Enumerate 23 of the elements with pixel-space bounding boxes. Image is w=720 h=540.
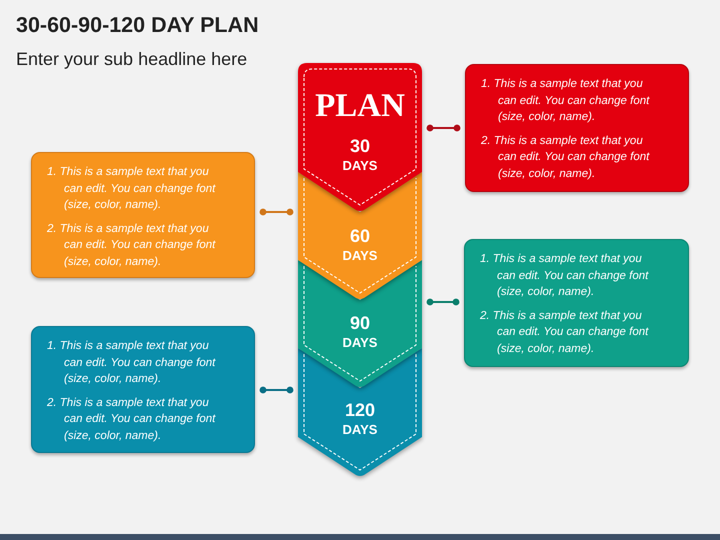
list-item: 2. This is a sample text that you can edit. You can change font (size, color, name).	[480, 308, 650, 356]
list-item: 2. This is a sample text that you can edit. You can change font (size, color, name).	[481, 134, 651, 182]
day-label: 60 DAYS	[342, 226, 378, 265]
text-card	[465, 64, 689, 192]
day-label: 120 DAYS	[342, 400, 378, 439]
text-card	[464, 239, 689, 367]
title: 30-60-90-120 DAY PLAN	[16, 13, 259, 38]
subtitle: Enter your sub headline here	[16, 49, 248, 70]
list-item: 1. This is a sample text that you can edit. You can change font (size, color, name).	[47, 165, 217, 213]
list-item: 1. This is a sample text that you can edit. You can change font (size, color, name).	[480, 252, 650, 300]
text-card	[31, 326, 255, 453]
chevron-shape	[298, 63, 422, 212]
list-item: 1. This is a sample text that you can edit. You can change font (size, color, name).	[481, 77, 651, 125]
day-label: 30 DAYS	[342, 136, 378, 175]
chevron-shape	[298, 172, 422, 300]
day-label: 90 DAYS	[342, 313, 378, 352]
list-item: 2. This is a sample text that you can edit. You can change font (size, color, name).	[47, 396, 217, 444]
text-card	[31, 152, 255, 278]
list-item: 1. This is a sample text that you can edit. You can change font (size, color, name).	[47, 339, 217, 387]
plan-heading: PLAN	[314, 90, 406, 123]
chevron-shape	[298, 260, 422, 388]
list-item: 2. This is a sample text that you can edit. You can change font (size, color, name).	[47, 222, 217, 270]
chevron-shape	[298, 348, 422, 477]
